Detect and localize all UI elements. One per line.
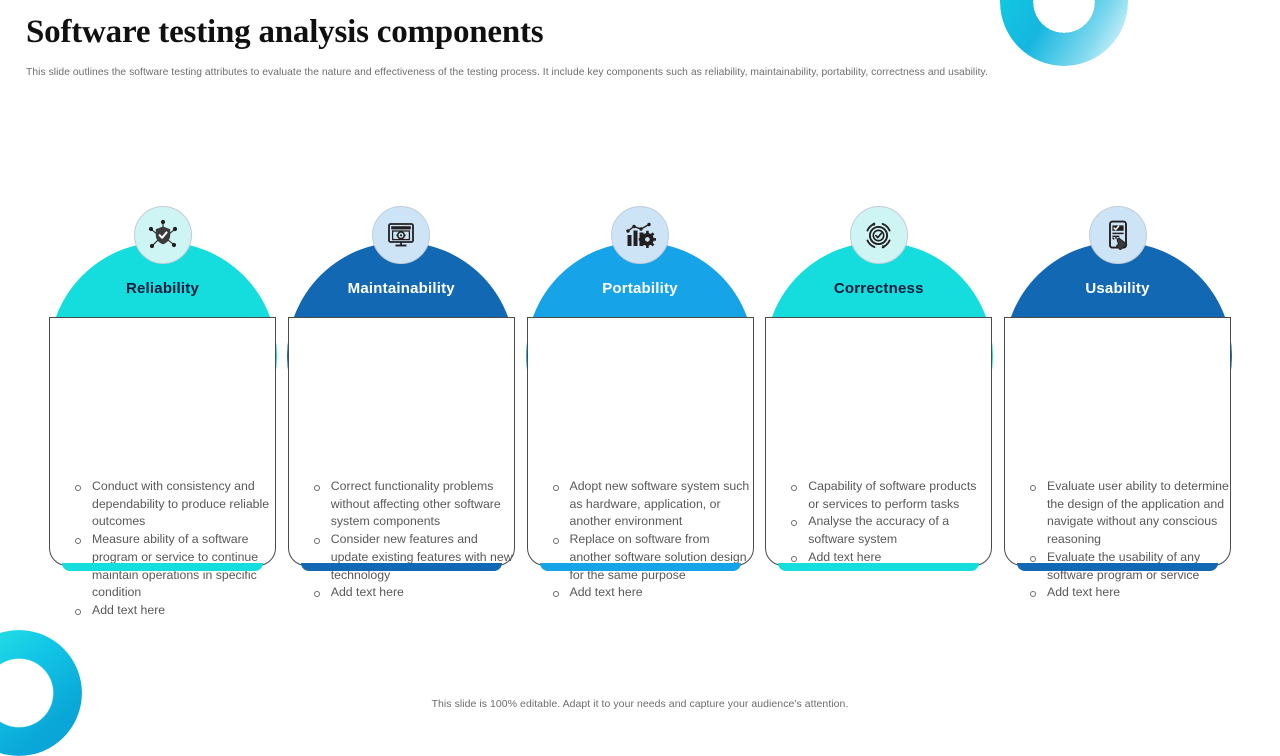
card-bullet: Correct functionality problems without a… [305, 478, 513, 531]
card-bullet: Add text here [544, 584, 752, 602]
card-bullet: Evaluate the usability of any software p… [1021, 549, 1229, 584]
component-card[interactable]: Correctness Capability of software produ… [764, 206, 993, 586]
card-bullet: Evaluate user ability to determine the d… [1021, 478, 1229, 549]
card-bullet-list: Conduct with consistency and dependabili… [66, 478, 274, 620]
monitor-settings-icon [388, 223, 415, 247]
component-card-row: Reliability Conduct with consistency and… [48, 206, 1232, 617]
card-body-panel: Correct functionality problems without a… [287, 317, 515, 599]
card-title: Reliability [125, 280, 200, 297]
shield-check-network-icon [148, 219, 177, 249]
page-subtitle: This slide outlines the software testing… [26, 67, 988, 78]
card-title: Portability [602, 280, 678, 297]
card-icon-bubble[interactable] [849, 206, 908, 264]
card-bullet: Add text here [305, 584, 513, 602]
card-body-panel: Conduct with consistency and dependabili… [49, 317, 276, 617]
card-icon-bubble[interactable] [1088, 206, 1147, 264]
card-bullet-list: Evaluate user ability to determine the d… [1021, 478, 1229, 602]
ring-decoration-bottom-left [0, 630, 82, 756]
card-title: Maintainability [347, 280, 455, 297]
card-accent-bar [539, 563, 741, 571]
card-bullet: Adopt new software system such as hardwa… [544, 478, 752, 531]
card-bullet: Analyse the accuracy of a software syste… [782, 513, 990, 548]
bar-chart-gear-icon [626, 222, 656, 248]
card-icon-bubble[interactable] [372, 206, 431, 264]
card-accent-bar [62, 563, 263, 571]
card-bullet-list: Adopt new software system such as hardwa… [544, 478, 752, 602]
card-body-panel: Adopt new software system such as hardwa… [526, 317, 754, 599]
page-title: Software testing analysis components [26, 14, 544, 50]
slide-header: Software testing analysis components Thi… [26, 10, 1186, 80]
card-title: Usability [1085, 280, 1150, 297]
target-check-cycle-icon [866, 221, 891, 249]
card-accent-bar [300, 563, 502, 571]
card-bullet-list: Correct functionality problems without a… [305, 478, 513, 602]
card-title: Correctness [833, 280, 924, 297]
card-icon-bubble[interactable] [611, 206, 669, 264]
card-bullet: Add text here [66, 602, 274, 620]
card-bullet: Measure ability of a software program or… [66, 531, 274, 602]
card-bullet: Add text here [782, 549, 990, 567]
card-icon-bubble[interactable] [133, 206, 192, 264]
component-card[interactable]: Reliability Conduct with consistency and… [48, 206, 277, 617]
component-card[interactable]: Maintainability Correct functionality pr… [287, 206, 516, 599]
card-body-panel: Evaluate user ability to determine the d… [1004, 317, 1231, 599]
mobile-tap-checklist-icon [1108, 220, 1127, 250]
card-accent-bar [778, 563, 980, 571]
card-bullet-list: Capability of software products or servi… [782, 478, 990, 567]
component-card[interactable]: Usability Evaluate user ability to deter… [1003, 206, 1232, 599]
component-card[interactable]: Portability Adopt new software system su… [526, 206, 755, 599]
card-bullet: Consider new features and update existin… [305, 531, 513, 584]
slide-footer-note: This slide is 100% editable. Adapt it to… [431, 698, 849, 710]
card-bullet: Capability of software products or servi… [782, 478, 990, 513]
card-body-panel: Capability of software products or servi… [765, 317, 993, 567]
card-accent-bar [1017, 563, 1218, 571]
card-bullet: Replace on software from another softwar… [544, 531, 752, 584]
card-bullet: Add text here [1021, 584, 1229, 602]
card-bullet: Conduct with consistency and dependabili… [66, 478, 274, 531]
